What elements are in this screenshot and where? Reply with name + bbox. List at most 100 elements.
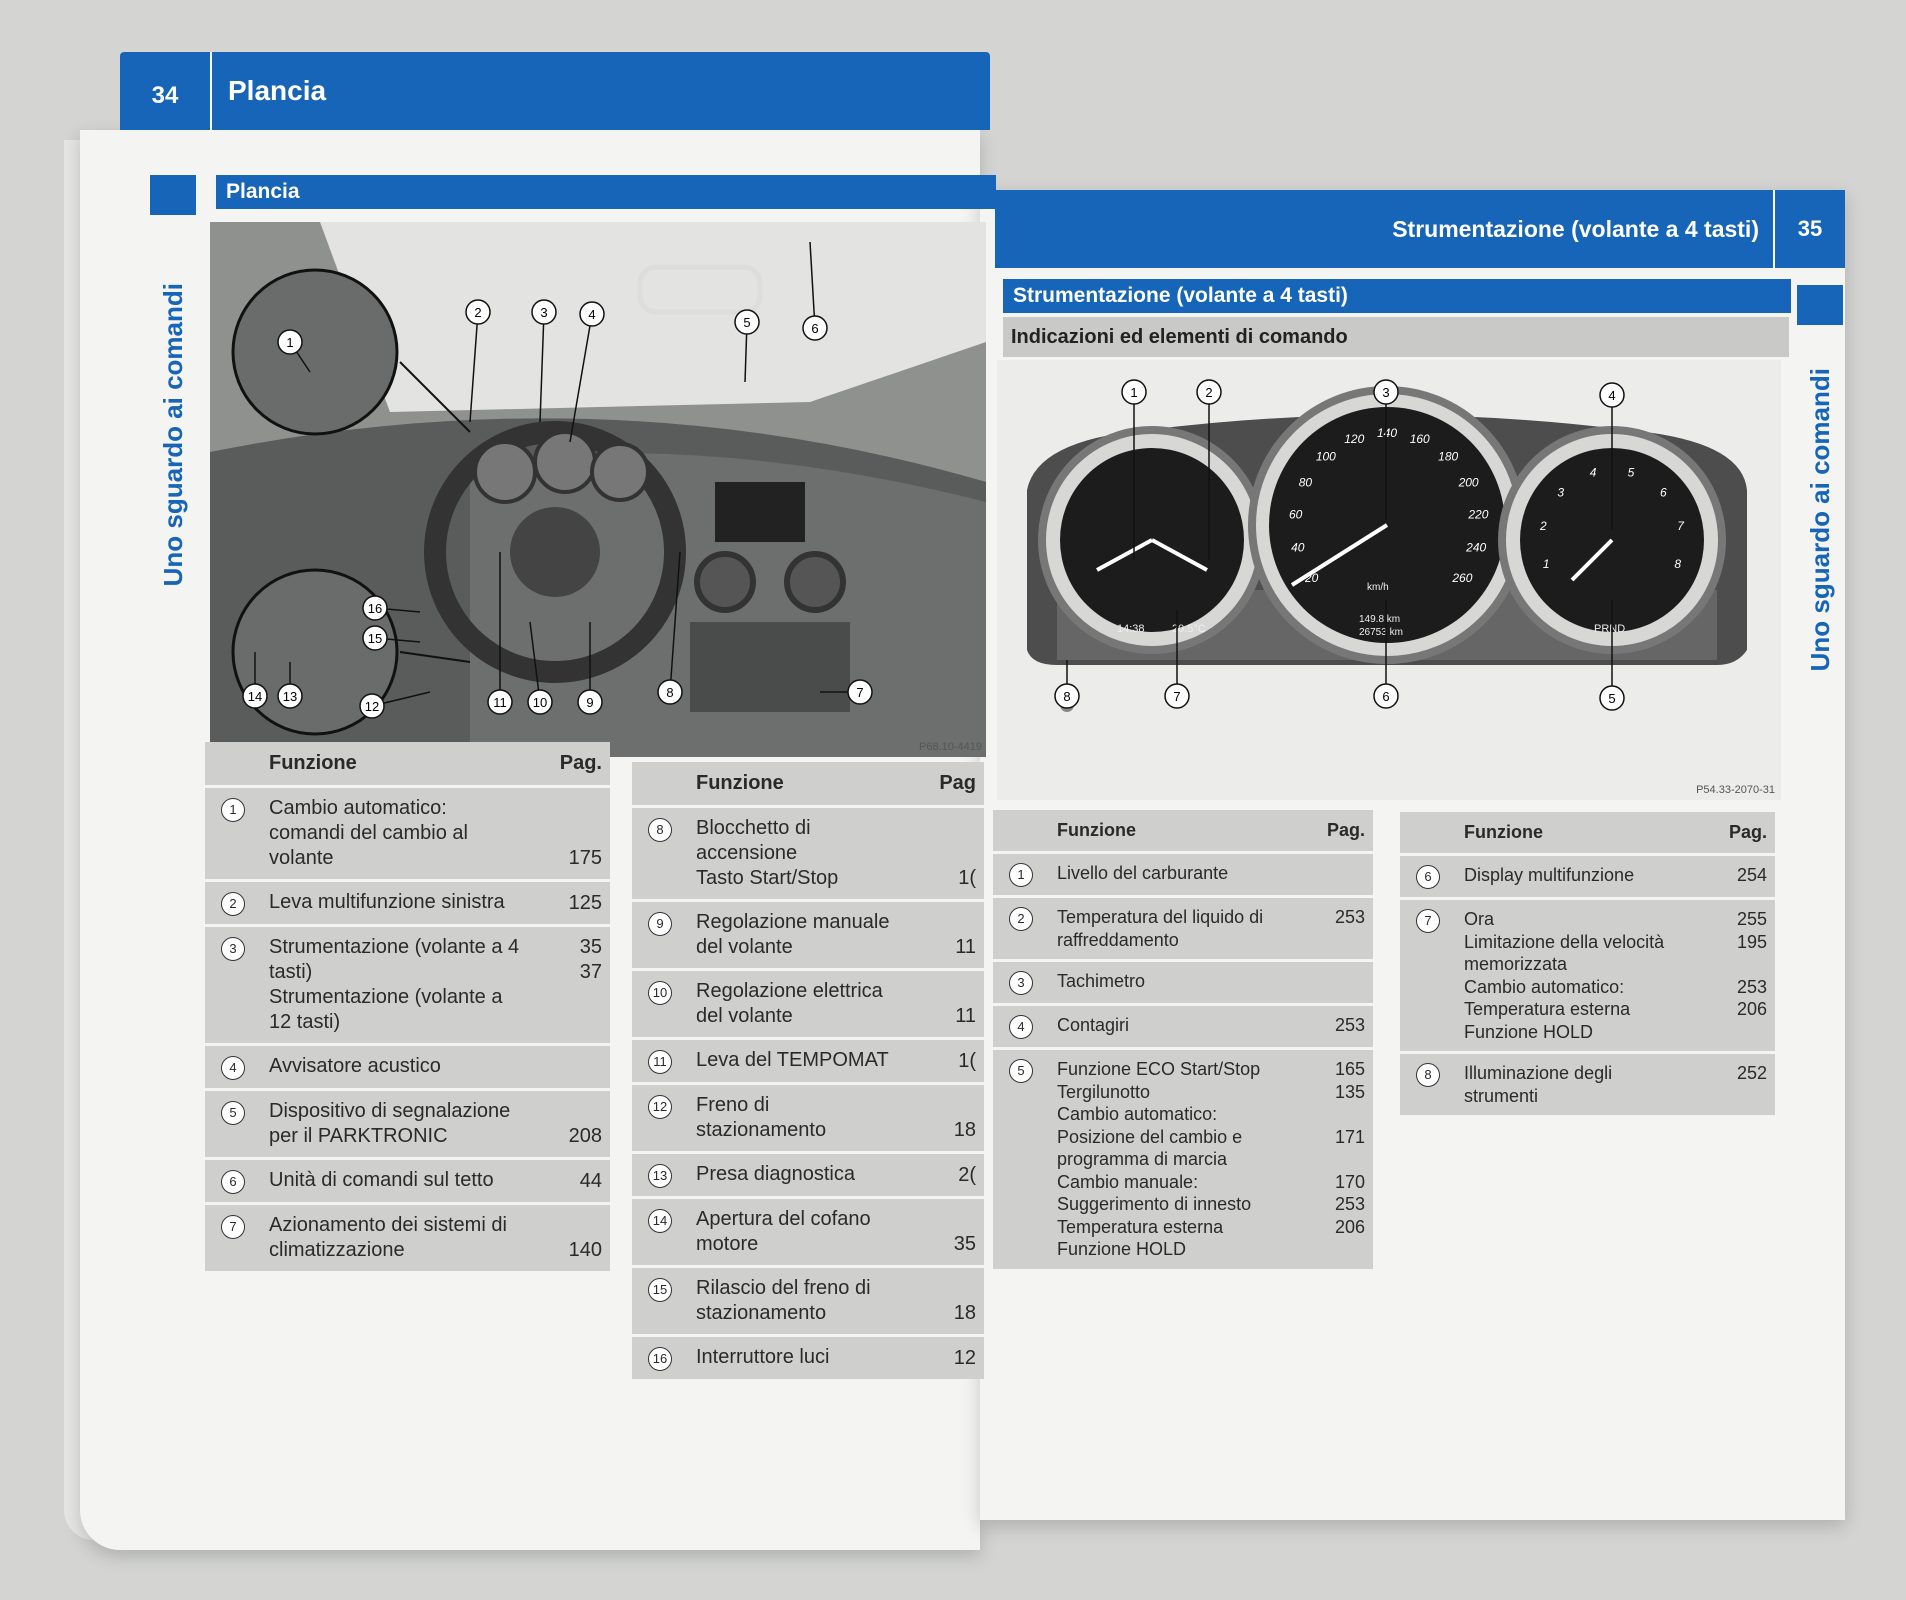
function-cell: Presa diagnostica bbox=[688, 1151, 904, 1198]
scale-label: 200 bbox=[1458, 476, 1479, 490]
callout-number: 10 bbox=[533, 695, 547, 710]
callout-number: 2 bbox=[1009, 907, 1033, 931]
page-cell: 11 bbox=[904, 899, 984, 970]
page-ref[interactable]: 253 bbox=[1334, 1015, 1365, 1035]
page-ref[interactable]: 253 bbox=[1736, 976, 1767, 997]
page-ref[interactable]: 171 bbox=[1334, 1126, 1365, 1147]
callout-number: 6 bbox=[221, 1170, 245, 1194]
page-ref[interactable] bbox=[1301, 862, 1365, 885]
subsection-title: Indicazioni ed elementi di comando bbox=[1003, 317, 1789, 357]
figure-callout: 8 bbox=[1054, 660, 1080, 709]
page-ref[interactable]: 140 bbox=[568, 1239, 602, 1261]
page-ref[interactable]: 253 bbox=[1334, 907, 1365, 927]
figure-callout: 3 bbox=[531, 299, 557, 423]
function-label: Funzione HOLD bbox=[1464, 1021, 1594, 1042]
side-tab-label: Uno sguardo ai comandi bbox=[157, 283, 188, 587]
scale-label: 80 bbox=[1299, 476, 1313, 490]
page-ref[interactable]: 44 bbox=[579, 1170, 602, 1192]
page-ref[interactable]: 253 bbox=[1334, 1194, 1365, 1214]
function-label: Tergilunotto bbox=[1057, 1081, 1151, 1102]
callout-number: 4 bbox=[221, 1056, 245, 1080]
page-ref[interactable] bbox=[1703, 953, 1767, 976]
page-ref[interactable] bbox=[1301, 1103, 1365, 1126]
function-cell: Leva del TEMPOMAT bbox=[688, 1037, 904, 1084]
callout-number: 4 bbox=[588, 307, 595, 322]
page-ref[interactable]: 254 bbox=[1736, 865, 1767, 885]
scale-label: 220 bbox=[1467, 507, 1488, 521]
page-cell: 18 bbox=[904, 1265, 984, 1336]
function-label: Rilascio del freno di stazionamento bbox=[696, 1277, 871, 1324]
page-ref[interactable]: 206 bbox=[1334, 1216, 1365, 1237]
function-label: Display multifunzione bbox=[1464, 865, 1635, 885]
side-tab-left: Uno sguardo ai comandi bbox=[150, 175, 196, 655]
callout-number: 5 bbox=[1009, 1059, 1033, 1083]
page-ref[interactable]: 18 bbox=[953, 1302, 976, 1324]
scale-label: 2 bbox=[1539, 519, 1547, 533]
scale-label: 20 bbox=[1304, 571, 1319, 585]
page-ref[interactable] bbox=[1301, 1148, 1365, 1171]
figure-callout: 9 bbox=[577, 622, 603, 715]
figure-callout: 4 bbox=[1599, 382, 1625, 530]
page-ref[interactable]: 18 bbox=[953, 1119, 976, 1141]
function-label: Regolazione manuale del volante bbox=[696, 911, 890, 958]
page-ref[interactable]: 12 bbox=[953, 1347, 976, 1369]
page-ref[interactable]: 125 bbox=[568, 892, 602, 914]
function-label: Interruttore luci bbox=[696, 1346, 830, 1368]
page-ref[interactable]: 1( bbox=[958, 867, 976, 889]
page-ref[interactable]: 206 bbox=[1736, 999, 1767, 1019]
page-ref[interactable]: 165 bbox=[1334, 1059, 1365, 1079]
page-cell: 1( bbox=[904, 805, 984, 901]
function-label: Azionamento dei sistemi di climatizzazio… bbox=[269, 1214, 507, 1261]
right-page-header: Strumentazione (volante a 4 tasti) 35 bbox=[995, 190, 1845, 268]
table-row: 1 Livello del carburante bbox=[993, 851, 1373, 897]
page-cell bbox=[1293, 959, 1373, 1005]
figure-callout: 16 bbox=[362, 595, 421, 621]
function-label: Avvisatore acustico bbox=[269, 1055, 441, 1077]
page-ref[interactable] bbox=[1301, 970, 1365, 993]
page-ref[interactable]: 170 bbox=[1334, 1171, 1365, 1192]
page-ref[interactable]: 252 bbox=[1736, 1063, 1767, 1083]
function-label: Tasto Start/Stop bbox=[696, 867, 839, 889]
page-ref[interactable]: 2( bbox=[958, 1164, 976, 1186]
function-label: Contagiri bbox=[1057, 1015, 1130, 1035]
table-row: 16 Interruttore luci 12 bbox=[632, 1334, 984, 1379]
page-ref[interactable]: 11 bbox=[955, 936, 976, 958]
page-ref[interactable]: 255 bbox=[1736, 909, 1767, 929]
page-ref[interactable]: 35 bbox=[953, 1233, 976, 1255]
page-ref[interactable]: 35 bbox=[579, 936, 602, 958]
page-cell bbox=[530, 1043, 610, 1090]
function-cell: Interruttore luci bbox=[688, 1334, 904, 1379]
page-ref[interactable]: 208 bbox=[568, 1125, 602, 1147]
page-title: Plancia bbox=[228, 75, 327, 106]
function-cell: Rilascio del freno di stazionamento bbox=[688, 1265, 904, 1336]
table-row: 4 Avvisatore acustico bbox=[205, 1043, 610, 1090]
page-ref[interactable]: 37 bbox=[579, 961, 602, 983]
function-label: Livello del carburante bbox=[1057, 863, 1229, 883]
callout-number: 6 bbox=[811, 321, 818, 336]
page-ref[interactable]: 195 bbox=[1736, 931, 1767, 952]
callout-number: 1 bbox=[1009, 863, 1033, 887]
page-ref[interactable]: 1( bbox=[958, 1050, 976, 1072]
figure-callout: 2 bbox=[1196, 379, 1222, 560]
callout-number: 5 bbox=[221, 1101, 245, 1125]
column-header-function: Funzione bbox=[1049, 810, 1293, 853]
scale-label: 180 bbox=[1438, 449, 1458, 463]
callout-number: 3 bbox=[1382, 385, 1389, 400]
callout-number: 8 bbox=[666, 685, 673, 700]
figure-callout: 12 bbox=[359, 691, 431, 719]
page-ref[interactable]: 11 bbox=[955, 1005, 976, 1027]
clock-readout: 14:38 bbox=[1117, 623, 1145, 635]
page-ref[interactable]: 175 bbox=[568, 847, 602, 869]
gear-readout: PRND bbox=[1594, 623, 1625, 635]
function-cell: Leva multifunzione sinistra bbox=[261, 879, 530, 926]
page-ref[interactable]: 135 bbox=[1334, 1081, 1365, 1102]
callout-number: 13 bbox=[283, 689, 297, 704]
callout-number: 16 bbox=[648, 1347, 672, 1371]
